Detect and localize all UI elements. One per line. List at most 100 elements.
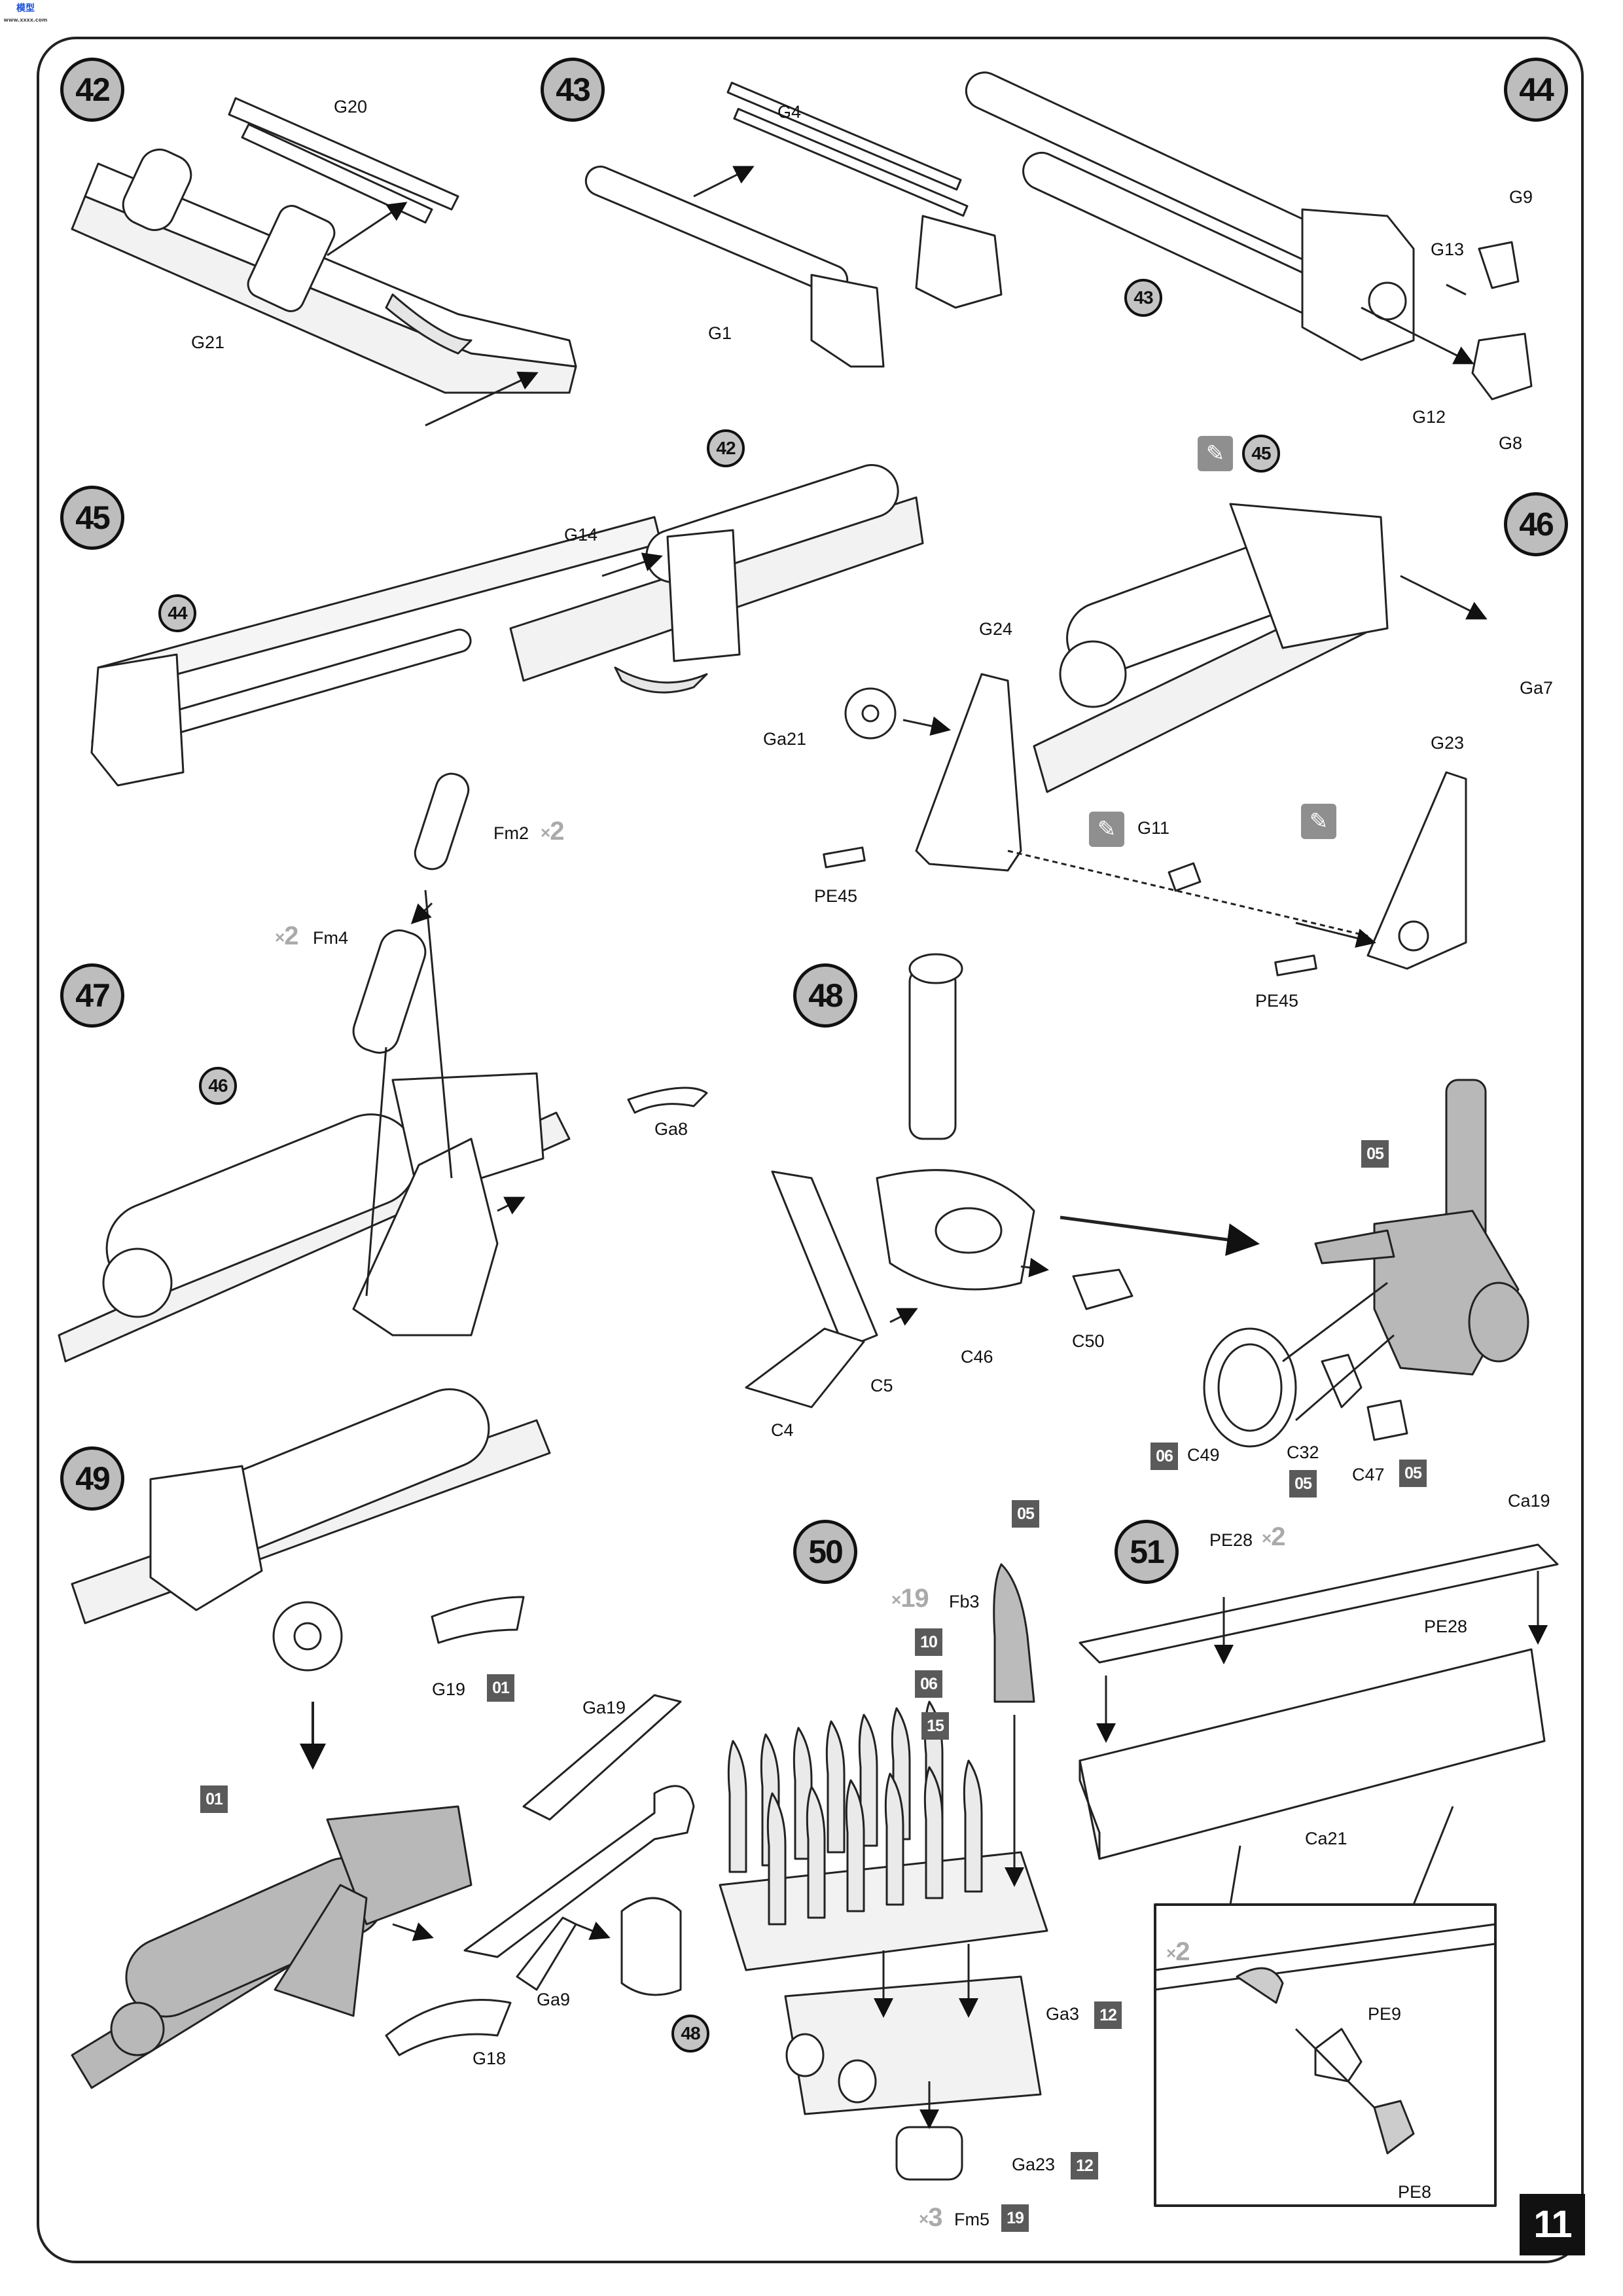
cement-tube-icon: ✎ xyxy=(1301,804,1336,839)
subassembly-ref-44: 44 xyxy=(158,594,196,632)
quantity-marker-pe28: ×2 xyxy=(1262,1522,1285,1551)
part-label-G18: G18 xyxy=(473,2049,507,2068)
part-label-PE45-left: PE45 xyxy=(814,886,858,906)
paint-code-box: 05 xyxy=(1361,1140,1389,1168)
quantity-marker-fm2: ×2 xyxy=(541,817,564,846)
part-label-C47: C47 xyxy=(1352,1465,1385,1484)
subassembly-ref-43: 43 xyxy=(1124,279,1162,317)
step-number-50: 50 xyxy=(793,1520,857,1584)
part-label-G20: G20 xyxy=(334,97,368,117)
paint-code-box: 05 xyxy=(1289,1470,1317,1498)
step51-drawing xyxy=(1079,1543,1559,2207)
part-label-G11: G11 xyxy=(1137,818,1170,838)
part-label-G19: G19 xyxy=(432,1679,466,1699)
part-label-C46: C46 xyxy=(961,1347,993,1367)
part-label-PE9: PE9 xyxy=(1368,2004,1402,2024)
watermark-url: www.xxxx.com xyxy=(3,17,48,23)
part-label-G24: G24 xyxy=(979,619,1013,639)
part-label-PE8: PE8 xyxy=(1398,2182,1432,2202)
step47-drawing xyxy=(58,772,708,1363)
part-label-G23: G23 xyxy=(1431,733,1465,753)
part-label-Ga3: Ga3 xyxy=(1046,2004,1080,2024)
subassembly-ref-45: 45 xyxy=(1242,435,1280,473)
paint-code-box: 12 xyxy=(1071,2152,1098,2179)
paint-code-box: 12 xyxy=(1094,2001,1122,2029)
multiplier-icon: × xyxy=(1262,1528,1272,1548)
step-number-47: 47 xyxy=(60,963,124,1028)
quantity-marker-pe9: ×2 xyxy=(1166,1937,1190,1966)
part-label-C32: C32 xyxy=(1287,1443,1319,1462)
paint-code-box: 05 xyxy=(1012,1500,1039,1528)
part-label-G14: G14 xyxy=(564,525,598,545)
page-number: 11 xyxy=(1520,2194,1585,2255)
part-label-G13: G13 xyxy=(1431,240,1465,259)
part-label-C5: C5 xyxy=(870,1376,893,1395)
part-label-Ga23: Ga23 xyxy=(1012,2155,1056,2174)
quantity-marker-fm5: ×3 xyxy=(919,2203,942,2232)
multiplier-icon: × xyxy=(541,822,550,842)
site-watermark: 模型 www.xxxx.com xyxy=(3,3,48,26)
step-number-42: 42 xyxy=(60,58,124,122)
part-label-G12: G12 xyxy=(1412,407,1446,427)
cement-tube-icon: ✎ xyxy=(1089,812,1124,847)
part-label-C50: C50 xyxy=(1072,1331,1105,1351)
part-label-Fm4: Fm4 xyxy=(313,928,348,948)
step-number-51: 51 xyxy=(1115,1520,1179,1584)
step43-drawing xyxy=(584,81,1003,368)
part-label-Ca21: Ca21 xyxy=(1305,1829,1347,1848)
part-label-Ga21: Ga21 xyxy=(763,729,807,749)
subassembly-ref-48: 48 xyxy=(671,2015,709,2053)
part-label-Ga7: Ga7 xyxy=(1520,678,1554,698)
part-label-Ga19: Ga19 xyxy=(582,1698,626,1717)
quantity-marker-fb3: ×19 xyxy=(891,1584,929,1613)
paint-code-box: 05 xyxy=(1399,1460,1427,1487)
subassembly-ref-42: 42 xyxy=(707,429,745,467)
multiplier-icon: × xyxy=(919,2208,929,2229)
subassembly-ref-46: 46 xyxy=(199,1067,237,1105)
step-number-45: 45 xyxy=(60,486,124,550)
step45-drawing xyxy=(90,464,924,787)
step44-drawing xyxy=(965,71,1533,401)
step-number-48: 48 xyxy=(793,963,857,1028)
step50-drawing xyxy=(719,1563,1048,2181)
paint-code-box: 01 xyxy=(487,1674,514,1702)
part-label-PE28-top: PE28 xyxy=(1209,1530,1253,1550)
paint-code-box: 19 xyxy=(1001,2204,1029,2232)
part-label-Fm5: Fm5 xyxy=(954,2210,990,2229)
cement-tube-icon: ✎ xyxy=(1198,436,1233,471)
step49-drawing xyxy=(71,1388,695,2089)
part-label-PE45-right: PE45 xyxy=(1255,991,1299,1011)
part-label-Ga8: Ga8 xyxy=(654,1119,688,1139)
part-label-G9: G9 xyxy=(1509,187,1533,207)
paint-code-box: 10 xyxy=(915,1628,942,1656)
quantity-marker-fm4: ×2 xyxy=(275,922,298,950)
step46-drawing xyxy=(823,503,1488,977)
step42-drawing xyxy=(71,97,577,427)
step-number-44: 44 xyxy=(1504,58,1568,122)
part-label-G8: G8 xyxy=(1499,433,1523,453)
paint-code-box: 01 xyxy=(200,1785,228,1813)
part-label-Ga9: Ga9 xyxy=(537,1990,571,2009)
part-label-Ca19: Ca19 xyxy=(1508,1491,1550,1511)
part-label-Fb3: Fb3 xyxy=(949,1592,980,1611)
part-label-Fm2: Fm2 xyxy=(493,823,529,843)
part-label-G1: G1 xyxy=(708,323,732,343)
multiplier-icon: × xyxy=(275,927,285,947)
part-label-PE28-side: PE28 xyxy=(1424,1617,1468,1636)
part-label-C49: C49 xyxy=(1187,1445,1220,1465)
step-number-43: 43 xyxy=(541,58,605,122)
watermark-text: 模型 xyxy=(16,3,35,14)
shell-rows xyxy=(727,1700,983,1926)
part-label-G21: G21 xyxy=(191,332,225,352)
paint-code-box: 06 xyxy=(1150,1443,1178,1470)
step-number-49: 49 xyxy=(60,1446,124,1511)
multiplier-icon: × xyxy=(891,1589,901,1609)
step-number-46: 46 xyxy=(1504,492,1568,556)
step48-drawing xyxy=(745,953,1529,1448)
paint-code-box: 15 xyxy=(921,1712,949,1740)
paint-code-box: 06 xyxy=(915,1670,942,1698)
multiplier-icon: × xyxy=(1166,1943,1176,1963)
part-label-C4: C4 xyxy=(771,1420,794,1440)
part-label-G4: G4 xyxy=(777,102,802,122)
